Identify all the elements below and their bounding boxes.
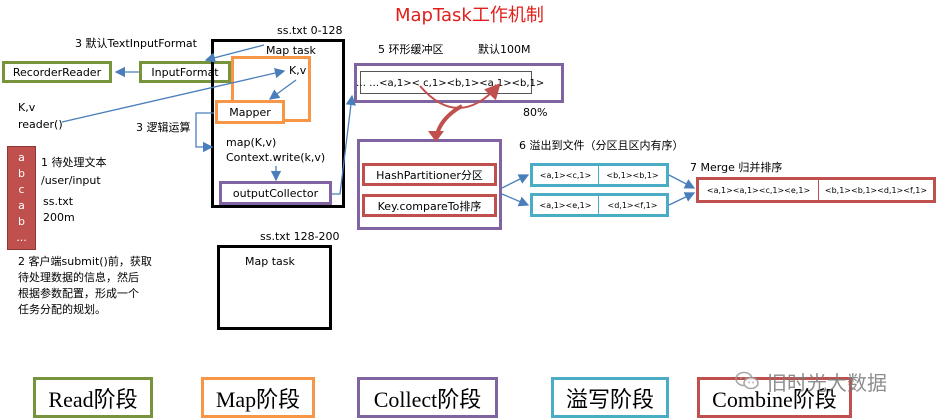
file-name-label: ss.txt xyxy=(43,195,74,208)
hash-partitioner-box: HashPartitioner分区 xyxy=(362,163,497,186)
stage-collect: Collect阶段 xyxy=(357,377,498,418)
spill-cell: <a,1><c,1> xyxy=(533,166,599,184)
watermark-text: 旧时光大数据 xyxy=(767,370,887,395)
spill-threshold-label: 80% xyxy=(523,106,548,119)
step2-line: 2 客户端submit()前，获取 xyxy=(18,255,152,268)
arrow-kv-to-mapper xyxy=(268,79,297,100)
step3-default-textinputformat-label: 3 默认TextInputFormat xyxy=(75,37,197,50)
key-compare-box: Key.compareTo排序 xyxy=(362,194,497,217)
merged-file: <a,1><a,1><c,1><e,1> <b,1><b,1><d,1><f,1… xyxy=(696,177,936,203)
step3-logic-label: 3 逻辑运算 xyxy=(136,121,191,134)
mapper-box: Mapper xyxy=(215,100,285,124)
ring-buffer-arc xyxy=(419,83,501,109)
file-size-label: 200m xyxy=(43,211,75,224)
maptask2-frame xyxy=(217,245,332,330)
arrow-maptask-to-inputformat xyxy=(204,44,265,63)
file-char: a xyxy=(18,151,25,164)
reader-call-label: reader() xyxy=(18,118,63,131)
step2-line: 任务分配的规划。 xyxy=(18,303,106,316)
arrow-spill2-to-merge xyxy=(668,192,696,206)
wechat-icon xyxy=(735,371,759,391)
watermark: 旧时光大数据 xyxy=(735,366,887,396)
input-path-label: /user/input xyxy=(41,174,101,187)
step5-ring-buffer-label: 5 环形缓冲区 xyxy=(378,43,444,56)
maptask-frame xyxy=(211,39,345,208)
output-collector-label: outputCollector xyxy=(232,186,319,200)
file-char: c xyxy=(18,183,25,196)
map-call-label: map(K,v) xyxy=(226,136,277,149)
spill-file-2: <a,1><e,1> <d,1><f,1> xyxy=(530,193,669,217)
context-write-label: Context.write(k,v) xyxy=(226,151,326,164)
merged-cell: <b,1><b,1><d,1><f,1> xyxy=(824,185,928,195)
stage-spill: 溢写阶段 xyxy=(551,377,669,418)
arrow-collector-to-buffer xyxy=(332,94,357,195)
step2-line: 待处理数据的信息，然后 xyxy=(18,271,139,284)
read-kv-label: K,v xyxy=(18,101,36,114)
step7-merge-label: 7 Merge 归并排序 xyxy=(690,161,783,174)
mapper-label: Mapper xyxy=(229,105,271,119)
spill-file-1: <a,1><c,1> <b,1><b,1> xyxy=(530,163,669,187)
spill-cell: <a,1><e,1> xyxy=(533,196,599,214)
file-char: b xyxy=(18,167,25,180)
hash-partitioner-label: HashPartitioner分区 xyxy=(376,168,483,182)
step1-label: 1 待处理文本 xyxy=(41,156,107,169)
spill-cell: <b,1><b,1> xyxy=(606,170,659,180)
arrow-to-spill-file-2 xyxy=(501,193,530,207)
recorder-reader-box: RecorderReader xyxy=(2,61,112,83)
stage-combine: Combine阶段 xyxy=(697,377,852,418)
stage-read: Read阶段 xyxy=(33,377,153,418)
page-title: MapTask工作机制 xyxy=(395,5,544,26)
file-char: b xyxy=(18,215,25,228)
logic-bracket xyxy=(195,112,214,153)
map-kv-label: K,v xyxy=(289,64,307,77)
file-char: ... xyxy=(16,231,27,244)
maptask2-label: Map task xyxy=(245,255,295,268)
stage-map: Map阶段 xyxy=(201,377,315,418)
step2-line: 根据参数配置，形成一个 xyxy=(18,287,139,300)
file-char: a xyxy=(18,199,25,212)
spill-cell: <d,1><f,1> xyxy=(607,200,658,210)
arrow-to-spill-file-1 xyxy=(501,174,530,189)
merged-cell: <a,1><a,1><c,1><e,1> xyxy=(699,180,819,200)
split2-label: ss.txt 128-200 xyxy=(260,230,340,243)
input-file-block: a b c a b ... xyxy=(7,146,36,250)
buffer-default-size-label: 默认100M xyxy=(478,43,531,56)
sort-partition-frame xyxy=(357,139,502,230)
output-collector-box: outputCollector xyxy=(219,181,332,205)
recorder-reader-label: RecorderReader xyxy=(12,65,102,79)
inputformat-label: InputFormat xyxy=(151,65,219,79)
key-compare-label: Key.compareTo排序 xyxy=(377,199,482,213)
arrow-spill1-to-merge xyxy=(668,174,696,189)
split1-label: ss.txt 0-128 xyxy=(277,24,343,37)
inputformat-box: InputFormat xyxy=(139,61,231,83)
ring-buffer-content: … …<a,1>< c,1><b,1><a,1><b,1> xyxy=(356,78,545,89)
step6-spill-label: 6 溢出到文件（分区且区内有序） xyxy=(519,139,684,152)
maptask-label: Map task xyxy=(266,44,316,57)
arrow-reader-to-kv xyxy=(61,67,286,123)
